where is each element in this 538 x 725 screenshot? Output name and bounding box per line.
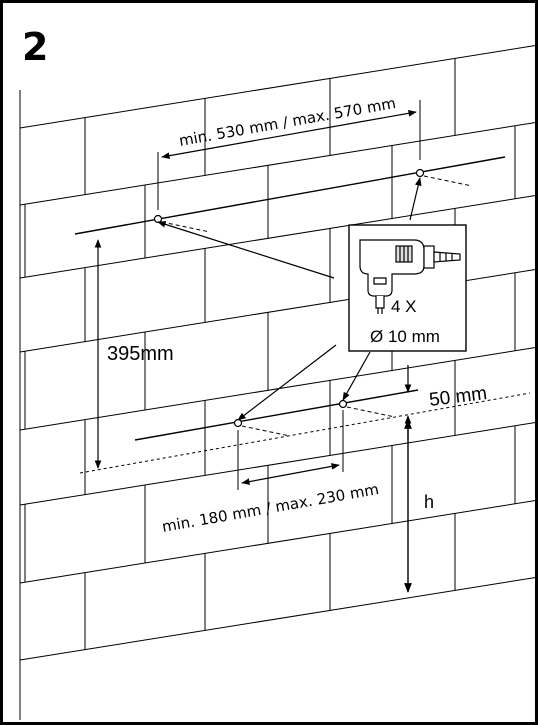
height-dimension: h	[404, 419, 434, 593]
height-label: h	[424, 492, 434, 512]
mortar-line	[19, 576, 538, 661]
bottom-right-hole	[338, 399, 348, 409]
drill-callout: 4 X Ø 10 mm	[157, 177, 467, 421]
bottom-spacing-arrow	[241, 463, 340, 485]
mortar-line	[19, 499, 538, 584]
top-spacing-arrow	[161, 110, 417, 159]
top-guide-line	[74, 156, 506, 235]
bottom-guide: min. 180 mm / max. 230 mm	[79, 389, 531, 536]
pointer-bottom-left	[237, 344, 337, 421]
top-right-dash	[423, 175, 473, 187]
drill-icon	[359, 239, 461, 314]
offset-dimension: 50 mm	[404, 365, 488, 440]
mortar-line	[19, 44, 538, 129]
mortar-line	[19, 121, 538, 206]
bottom-reference-line	[79, 392, 531, 474]
pointer-top-left	[157, 221, 335, 279]
top-left-hole	[153, 214, 163, 224]
top-left-dash	[161, 221, 211, 233]
top-right-hole	[415, 168, 425, 178]
bottom-spacing-label: min. 180 mm / max. 230 mm	[161, 480, 381, 536]
pointer-bottom-right	[342, 351, 371, 401]
bottom-guide-line	[134, 389, 419, 441]
top-spacing-label: min. 530 mm / max. 570 mm	[178, 94, 398, 150]
bottom-left-dash	[241, 425, 291, 437]
drill-quantity: 4 X	[391, 297, 417, 316]
drill-diameter: Ø 10 mm	[370, 327, 440, 346]
vertical-dimension: 395mm	[94, 239, 174, 469]
mortar-line	[19, 194, 538, 279]
top-guide: min. 530 mm / max. 570 mm	[74, 94, 506, 235]
offset-label: 50 mm	[428, 383, 488, 411]
step-number: 2	[22, 25, 48, 69]
pointer-top-right	[409, 177, 422, 221]
bottom-left-hole	[233, 418, 243, 428]
vertical-spacing-label: 395mm	[107, 343, 174, 365]
bottom-right-dash	[346, 406, 396, 418]
